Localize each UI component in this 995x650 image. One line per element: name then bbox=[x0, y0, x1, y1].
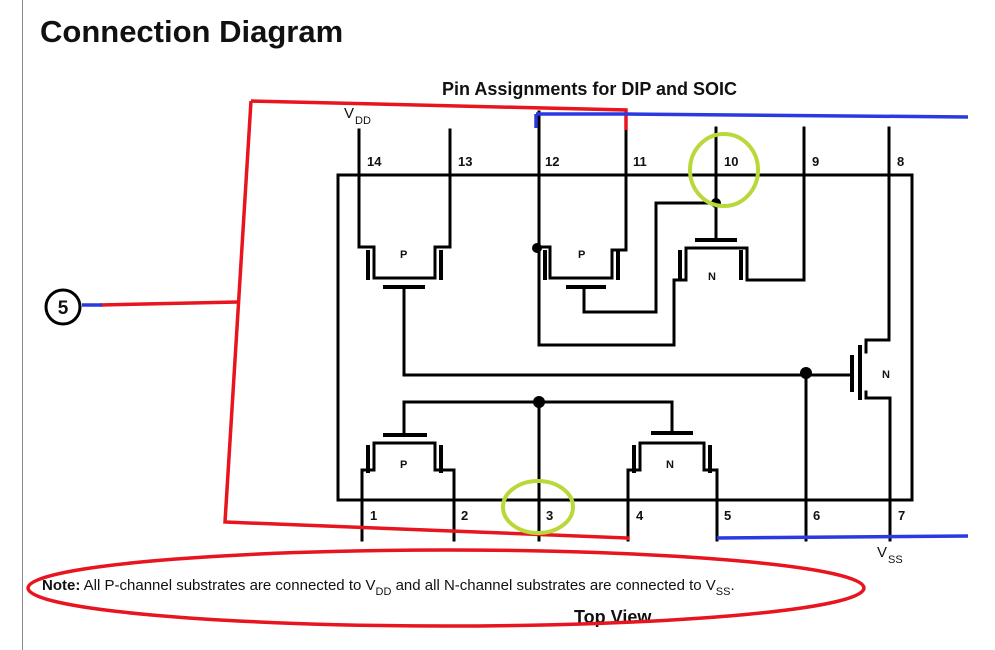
pin-assignments-subtitle: Pin Assignments for DIP and SOIC bbox=[442, 79, 737, 99]
pin-number-3: 3 bbox=[546, 508, 553, 523]
pin-number-9: 9 bbox=[812, 154, 819, 169]
ic-package-outline bbox=[336, 173, 914, 502]
pin-number-8: 8 bbox=[897, 154, 904, 169]
annotation-red-bracket bbox=[99, 99, 630, 540]
pin-number-6: 6 bbox=[813, 508, 820, 523]
top-pins bbox=[357, 110, 891, 347]
transistor-label-p-top-middle: P bbox=[578, 249, 585, 261]
pin-number-13: 13 bbox=[458, 154, 472, 169]
vss-label-main: V bbox=[877, 544, 887, 561]
annotation-green-circles bbox=[501, 132, 760, 535]
vdd-label: V DD bbox=[344, 105, 371, 127]
pin-number-2: 2 bbox=[461, 508, 468, 523]
transistor-label-p-top-left: P bbox=[400, 249, 407, 261]
bottom-pins bbox=[360, 371, 892, 542]
pin-number-14: 14 bbox=[367, 154, 382, 169]
transistor-label-p-bottom-left: P bbox=[400, 459, 407, 471]
page-left-rule bbox=[22, 0, 23, 650]
transistor-n-bottom-right bbox=[537, 400, 719, 473]
transistor-p-top-left bbox=[357, 245, 452, 377]
pin-number-12: 12 bbox=[545, 154, 559, 169]
transistor-n-top-right bbox=[537, 235, 806, 347]
pin-number-11: 11 bbox=[633, 154, 647, 169]
annotation-red-ellipse bbox=[26, 548, 866, 628]
pin-number-5: 5 bbox=[724, 508, 731, 523]
transistor-n-right bbox=[402, 338, 892, 400]
transistor-label-n-right: N bbox=[882, 369, 890, 381]
vss-label: V SS bbox=[877, 544, 903, 566]
vdd-label-sub: DD bbox=[355, 115, 371, 127]
transistor-label-n-top-right: N bbox=[708, 271, 716, 283]
vss-label-sub: SS bbox=[888, 554, 903, 566]
callout-5: 5 bbox=[44, 288, 82, 326]
transistor-p-top-middle bbox=[537, 201, 718, 314]
substrate-note: Note: All P-channel substrates are conne… bbox=[42, 577, 735, 598]
pin-number-1: 1 bbox=[370, 508, 377, 523]
callout-number: 5 bbox=[58, 298, 69, 319]
pin-numbers: 14 13 12 11 10 9 8 1 2 3 4 5 6 7 bbox=[367, 154, 905, 523]
pin-number-10: 10 bbox=[724, 154, 738, 169]
annotation-blue-lines bbox=[82, 112, 969, 540]
pin-number-7: 7 bbox=[898, 508, 905, 523]
vdd-label-main: V bbox=[344, 105, 354, 122]
pin-number-4: 4 bbox=[636, 508, 644, 523]
page-title: Connection Diagram bbox=[40, 14, 343, 49]
transistor-label-n-bottom-right: N bbox=[666, 459, 674, 471]
transistor-p-bottom-left bbox=[360, 400, 541, 473]
